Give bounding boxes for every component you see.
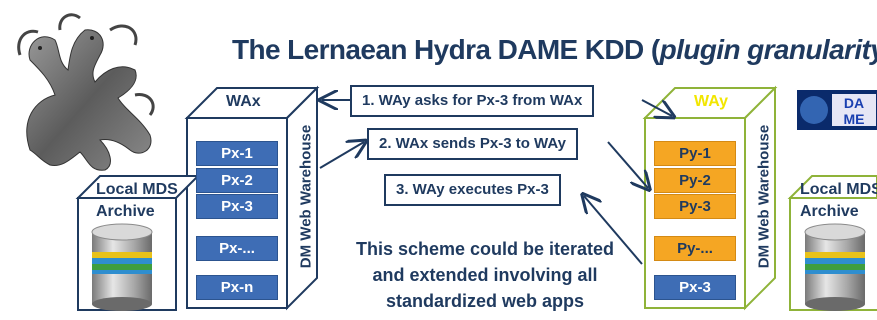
dame-logo-bottom: ME [844, 111, 865, 127]
page-title: The Lernaean Hydra DAME KDD (plugin gran… [232, 34, 877, 66]
plugin-px-ellipsis: Px-... [196, 236, 278, 261]
archive-right-label-line2: Archive [800, 203, 859, 220]
database-left-icon [91, 223, 153, 311]
scheme-note: This scheme could be iterated and extend… [332, 236, 638, 314]
warehouse-right-name: WAy [694, 93, 729, 110]
step-2-box: 2. WAx sends Px-3 to WAy [367, 128, 578, 160]
plugin-py-2: Py-2 [654, 168, 736, 193]
hydra-illustration [17, 13, 155, 171]
plugin-px-3: Px-3 [196, 194, 278, 219]
step-1-box: 1. WAy asks for Px-3 from WAx [350, 85, 595, 117]
archive-right-label-line1: Local MDS [800, 181, 877, 198]
plugin-py-3: Py-3 [654, 194, 736, 219]
database-right-icon [804, 223, 866, 311]
title-italic: plugin granularity [659, 34, 877, 65]
flow-arrows [320, 100, 672, 265]
dame-logo: DA ME [797, 90, 877, 130]
scheme-note-line1: This scheme could be iterated [355, 239, 615, 259]
warehouse-right-vertical-label: DM Web Warehouse [755, 124, 773, 269]
scheme-note-line2: and extended involving all [372, 265, 598, 285]
plugin-px-n: Px-n [196, 275, 278, 300]
warehouse-left-vertical-label: DM Web Warehouse [297, 124, 315, 269]
warehouse-left-name: WAx [226, 93, 261, 110]
plugin-px-2: Px-2 [196, 168, 278, 193]
scheme-note-line3: standardized web apps [385, 291, 585, 311]
archive-left-label-line1: Local MDS [96, 181, 178, 198]
plugin-px-1: Px-1 [196, 141, 278, 166]
dame-logo-top: DA [844, 95, 864, 111]
plugin-py-1: Py-1 [654, 141, 736, 166]
plugin-py-ellipsis: Py-... [654, 236, 736, 261]
step-3-box: 3. WAy executes Px-3 [384, 174, 561, 206]
archive-left-label-line2: Archive [96, 203, 155, 220]
plugin-px-3-copied: Px-3 [654, 275, 736, 300]
title-main: The Lernaean Hydra DAME KDD ( [232, 34, 660, 65]
